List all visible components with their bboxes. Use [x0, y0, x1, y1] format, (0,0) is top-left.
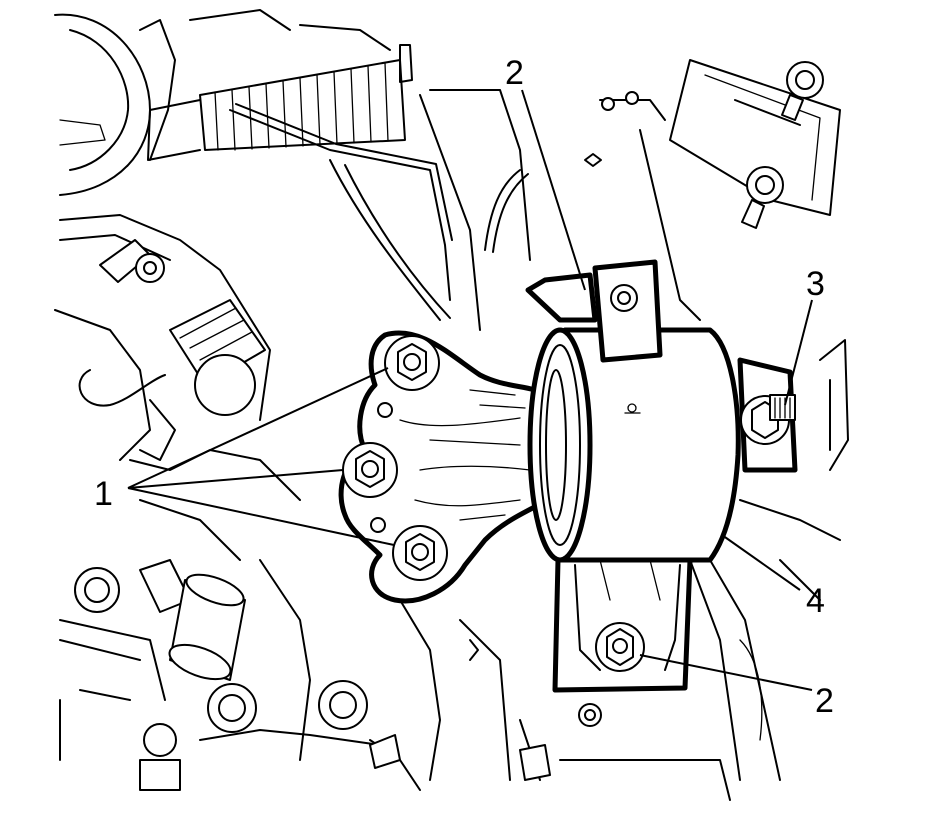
leader-3 [784, 299, 813, 406]
leader-1-upper [127, 367, 389, 489]
lower-left-components [59, 559, 381, 791]
transmission-mount-bracket [338, 330, 551, 604]
callout-3: 3 [806, 265, 825, 303]
lower-mount-bolt [595, 622, 645, 672]
leader-4 [721, 534, 801, 591]
background-engine-components [54, 9, 849, 801]
bolt-lower [392, 525, 448, 581]
leader-1-middle [127, 469, 344, 489]
bolt-middle [342, 442, 398, 498]
mount-stud [740, 394, 796, 445]
callout-leaders [127, 89, 813, 691]
callout-labels: 1 2 3 4 2 [94, 54, 834, 720]
leader-2-top [521, 89, 586, 291]
callout-2-top: 2 [505, 54, 524, 92]
callout-1: 1 [94, 475, 113, 513]
callout-4: 4 [806, 582, 825, 620]
left-component-cluster [54, 214, 301, 561]
steering-boot [147, 44, 413, 161]
callout-2-bottom: 2 [815, 682, 834, 720]
bolt-upper [384, 335, 440, 391]
upper-right-bracket [669, 59, 841, 229]
mount-bushing [525, 259, 798, 693]
leader-1-lower [127, 487, 395, 546]
leader-2-bottom [639, 654, 813, 691]
mount-bracket-bolts [342, 335, 448, 581]
